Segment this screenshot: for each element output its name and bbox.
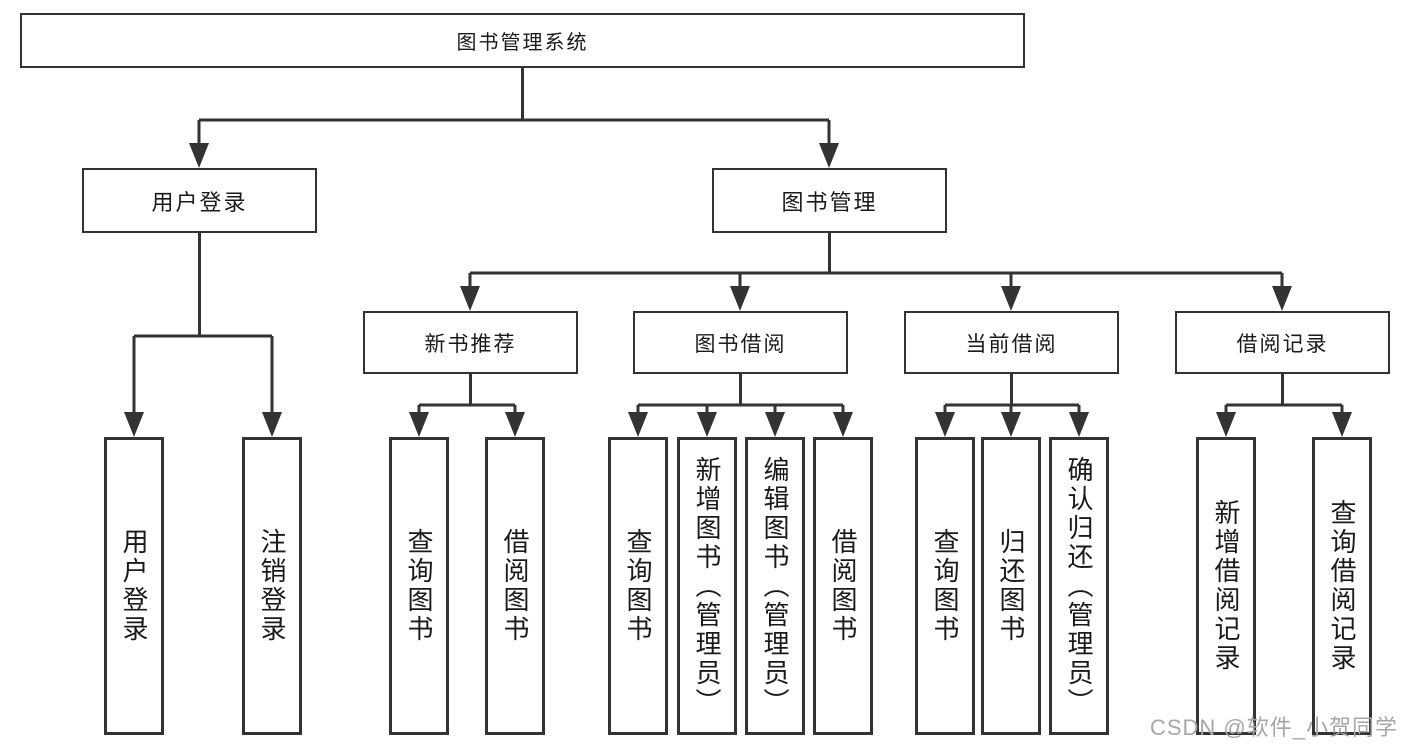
node-label: 查询图书 <box>404 528 434 644</box>
arrowhead <box>628 412 648 437</box>
node-label: 借阅记录 <box>1236 332 1329 356</box>
arrowhead <box>262 412 282 437</box>
arrowhead <box>1216 412 1236 437</box>
arrowhead <box>409 412 429 437</box>
connector-line <box>197 68 831 144</box>
arrowhead <box>730 286 750 311</box>
node-label: 查询借阅记录 <box>1327 499 1357 673</box>
node-book-borrow: 图书借阅 <box>633 311 848 374</box>
node-label: 借阅图书 <box>828 528 858 644</box>
leaf-query-books-recommend: 查询图书 <box>389 437 449 735</box>
leaf-add-book-admin: 新增图书（管理员） <box>677 437 737 735</box>
connector-new-book-recommend-to-leaves <box>409 374 525 437</box>
arrowhead <box>1001 286 1021 311</box>
node-root: 图书管理系统 <box>20 13 1025 68</box>
arrowhead <box>833 412 853 437</box>
leaf-query-borrow-record: 查询借阅记录 <box>1312 437 1372 735</box>
connector-book-borrow-to-leaves <box>628 374 853 437</box>
connector-line <box>1224 374 1344 413</box>
watermark: CSDN @软件_小贺同学 <box>1149 715 1398 740</box>
node-label: 归还图书 <box>996 528 1026 644</box>
node-label: 查询图书 <box>623 528 653 644</box>
node-label: 用户登录 <box>119 528 149 644</box>
leaf-query-books-current: 查询图书 <box>915 437 975 735</box>
leaf-borrow-books-recommend: 借阅图书 <box>485 437 545 735</box>
node-label: 图书借阅 <box>694 332 787 356</box>
arrowhead <box>819 143 839 168</box>
leaf-return-books: 归还图书 <box>981 437 1041 735</box>
node-label: 新增图书（管理员） <box>692 455 722 717</box>
node-label: 图书管理系统 <box>456 32 589 54</box>
connector-line <box>132 233 274 413</box>
node-borrow-records: 借阅记录 <box>1175 311 1390 374</box>
node-label: 新增借阅记录 <box>1211 499 1241 673</box>
node-user-login: 用户登录 <box>82 168 317 233</box>
connector-line <box>417 374 517 413</box>
connector-borrow-records-to-leaves <box>1216 374 1352 437</box>
node-label: 新书推荐 <box>424 332 517 356</box>
arrowhead <box>505 412 525 437</box>
node-label: 编辑图书（管理员） <box>760 455 790 717</box>
connector-line <box>943 374 1081 413</box>
leaf-logout: 注销登录 <box>242 437 302 735</box>
node-label: 借阅图书 <box>500 528 530 644</box>
connector-line <box>468 233 1284 287</box>
connector-root-to-level2 <box>189 68 839 168</box>
arrowhead <box>124 412 144 437</box>
connector-book-management-to-level3 <box>460 233 1292 311</box>
leaf-borrow-books-borrow: 借阅图书 <box>813 437 873 735</box>
leaf-add-borrow-record: 新增借阅记录 <box>1196 437 1256 735</box>
leaf-user-login: 用户登录 <box>104 437 164 735</box>
arrowhead <box>1001 412 1021 437</box>
leaf-edit-book-admin: 编辑图书（管理员） <box>745 437 805 735</box>
arrowhead <box>935 412 955 437</box>
node-label: 用户登录 <box>151 189 248 215</box>
arrowhead <box>765 412 785 437</box>
arrowhead <box>1332 412 1352 437</box>
arrowhead <box>1069 412 1089 437</box>
node-label: 注销登录 <box>257 528 287 644</box>
connector-current-borrow-to-leaves <box>935 374 1089 437</box>
arrowhead <box>189 143 209 168</box>
arrowhead <box>697 412 717 437</box>
node-book-management: 图书管理 <box>712 168 947 233</box>
arrowhead <box>460 286 480 311</box>
node-label: 图书管理 <box>781 189 878 215</box>
node-new-book-recommend: 新书推荐 <box>363 311 578 374</box>
node-label: 确认归还（管理员） <box>1064 455 1094 717</box>
connector-line <box>636 374 845 413</box>
node-label: 当前借阅 <box>965 332 1058 356</box>
connector-user-login-to-leaves <box>124 233 282 437</box>
arrowhead <box>1272 286 1292 311</box>
node-label: 查询图书 <box>930 528 960 644</box>
leaf-query-books-borrow: 查询图书 <box>608 437 668 735</box>
leaf-confirm-return-admin: 确认归还（管理员） <box>1049 437 1109 735</box>
node-current-borrow: 当前借阅 <box>904 311 1119 374</box>
